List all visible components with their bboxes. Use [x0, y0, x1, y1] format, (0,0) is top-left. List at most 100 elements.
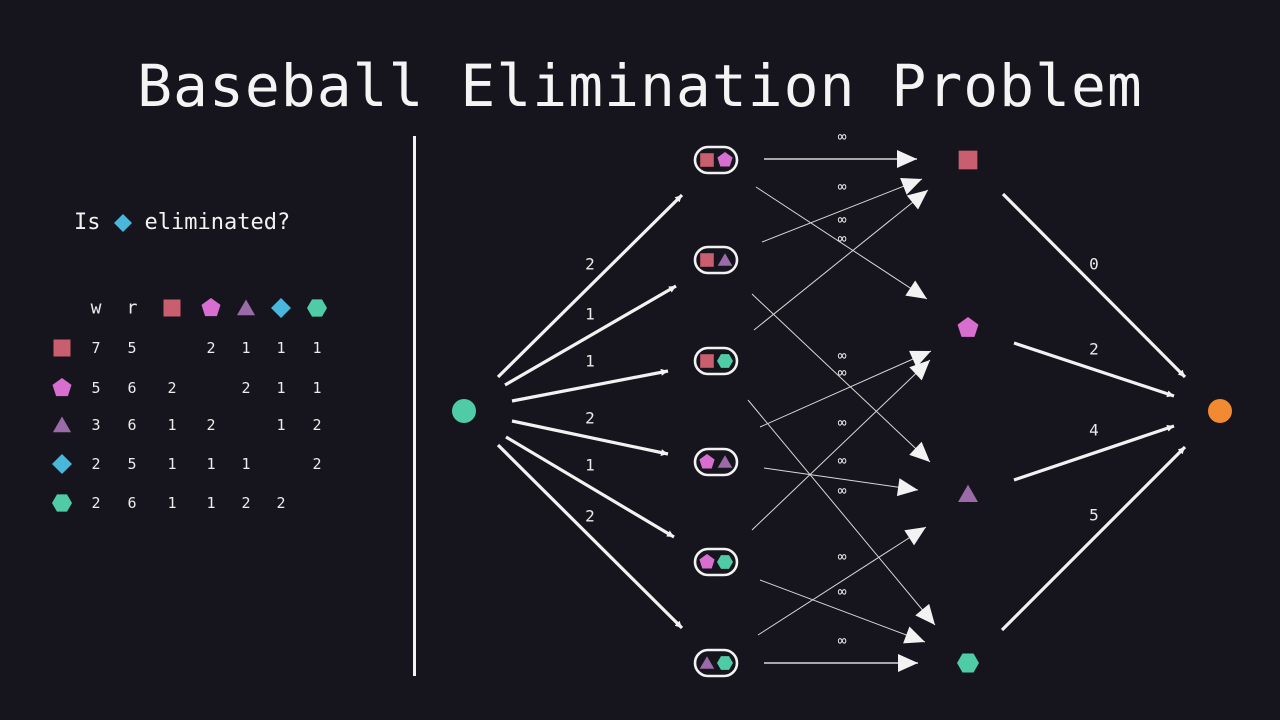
- infinity-label: ∞: [837, 452, 846, 470]
- game-node-square-triangle: [693, 245, 739, 275]
- pentagon-icon: [699, 554, 715, 569]
- table-cell: 2: [241, 379, 251, 397]
- infinity-label: ∞: [837, 178, 846, 196]
- table-cell: 1: [241, 455, 251, 473]
- divider: [413, 136, 416, 676]
- game-team-edge: [753, 189, 929, 331]
- table-cell: 2: [206, 339, 216, 357]
- sink-edge-capacity: 4: [1089, 421, 1099, 440]
- table-cell: 2: [167, 379, 177, 397]
- table-cell: 1: [167, 416, 177, 434]
- arrowhead: [909, 441, 930, 462]
- page-title: Baseball Elimination Problem: [137, 52, 1143, 120]
- game-team-edge: [759, 579, 926, 643]
- header-triangle-icon: [236, 299, 256, 316]
- table-cell: 1: [276, 339, 286, 357]
- sink-edge: [1000, 445, 1187, 632]
- table-cell: 6: [127, 379, 137, 397]
- game-node-pentagon-triangle: [693, 447, 739, 477]
- table-cell: 5: [91, 379, 101, 397]
- pentagon-icon: [699, 454, 715, 469]
- game-team-edge: [761, 178, 923, 243]
- arrowhead: [905, 280, 927, 299]
- hexagon-icon: [717, 555, 733, 569]
- source-edge: [511, 419, 669, 456]
- infinity-label: ∞: [837, 347, 846, 365]
- table-cell: 1: [312, 339, 322, 357]
- game-team-edge: [763, 467, 919, 491]
- table-cell: 1: [167, 494, 177, 512]
- arrowhead: [909, 350, 931, 368]
- team-node-square: [958, 150, 978, 170]
- arrowhead: [906, 190, 928, 210]
- table-cell: 1: [206, 494, 216, 512]
- sink-edge: [1001, 192, 1187, 379]
- arrowhead: [904, 527, 926, 546]
- question: Is eliminated?: [74, 210, 290, 235]
- header-pentagon-icon: [201, 298, 221, 317]
- table-cell: 1: [206, 455, 216, 473]
- table-cell: 2: [206, 416, 216, 434]
- hexagon-icon: [717, 656, 733, 670]
- table-cell: 1: [276, 416, 286, 434]
- infinity-label: ∞: [837, 364, 846, 382]
- row-diamond-icon: [52, 454, 72, 474]
- source-edge-capacity: 1: [585, 305, 595, 324]
- table-cell: 5: [127, 455, 137, 473]
- source-edge-capacity: 2: [585, 409, 595, 428]
- hexagon-icon: [717, 354, 733, 368]
- source-edge-capacity: 1: [585, 352, 595, 371]
- table-cell: 2: [241, 494, 251, 512]
- sink-edge: [1013, 424, 1175, 482]
- table-cell: 2: [91, 455, 101, 473]
- header-diamond-icon: [271, 298, 291, 318]
- game-node-square-hexagon: [693, 346, 739, 376]
- row-triangle-icon: [52, 416, 72, 433]
- game-team-edge: [747, 399, 936, 626]
- infinity-label: ∞: [837, 128, 846, 146]
- table-cell: 1: [241, 339, 251, 357]
- table-cell: 6: [127, 416, 137, 434]
- triangle-icon: [717, 455, 733, 468]
- source-node: [452, 399, 476, 423]
- row-hexagon-icon: [52, 494, 72, 512]
- sink-edge-capacity: 0: [1089, 255, 1099, 274]
- infinity-label: ∞: [837, 548, 846, 566]
- source-edge: [505, 435, 675, 539]
- infinity-label: ∞: [837, 632, 846, 650]
- infinity-label: ∞: [837, 482, 846, 500]
- sink-edge-capacity: 5: [1089, 506, 1099, 525]
- table-cell: 2: [276, 494, 286, 512]
- arrowhead: [909, 360, 930, 381]
- triangle-icon: [699, 656, 715, 669]
- table-cell: 2: [312, 416, 322, 434]
- square-icon: [700, 253, 714, 267]
- header-w: w: [90, 297, 102, 319]
- sink-edge-capacity: 2: [1089, 340, 1099, 359]
- infinity-label: ∞: [837, 414, 846, 432]
- team-node-pentagon: [957, 317, 979, 337]
- source-edge: [511, 368, 669, 403]
- table-cell: 1: [276, 379, 286, 397]
- header-hexagon-icon: [307, 299, 327, 317]
- game-team-edge: [751, 359, 931, 531]
- source-edge: [496, 193, 684, 379]
- row-square-icon: [53, 339, 71, 357]
- game-team-edge: [755, 186, 928, 300]
- table-cell: 6: [127, 494, 137, 512]
- source-edge-capacity: 2: [585, 507, 595, 526]
- arrowhead: [903, 626, 925, 644]
- triangle-icon: [717, 253, 733, 266]
- square-icon: [700, 153, 714, 167]
- pentagon-icon: [717, 152, 733, 167]
- table-cell: 3: [91, 416, 101, 434]
- team-node-triangle: [958, 484, 978, 502]
- table-cell: 1: [167, 455, 177, 473]
- table-cell: 2: [91, 494, 101, 512]
- question-prefix: Is: [74, 210, 101, 235]
- table-cell: 2: [312, 455, 322, 473]
- game-node-pentagon-hexagon: [693, 547, 739, 577]
